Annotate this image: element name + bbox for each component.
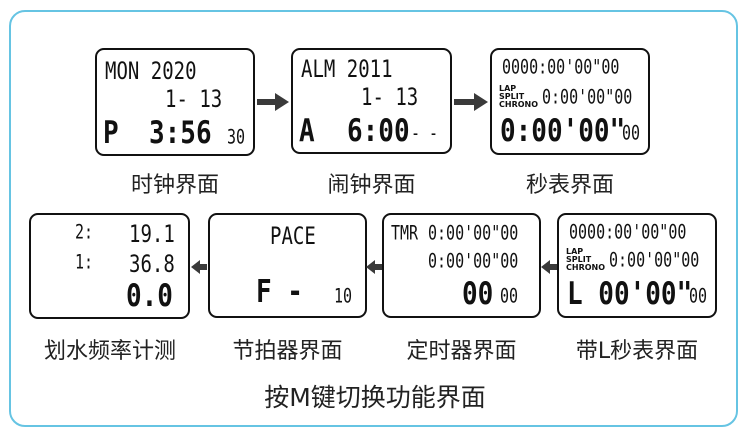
arrow-left-icon [366,260,382,274]
metronome-line1: PACE [270,222,316,250]
stopwatch-label-chrono: CHRONO [499,100,539,109]
timer-line1: 0:00'00"00 [428,221,519,245]
clock-screen: MON 2020 1- 13 P 3:56 30 [95,48,255,156]
lap-stopwatch-label-chrono: CHRONO [566,263,606,272]
clock-line2: 1- 13 [165,85,223,113]
alarm-caption: 闹钟界面 [327,173,416,198]
clock-ampm: P [103,115,119,152]
stopwatch-label-lap: LAP [499,84,517,93]
metronome-line2: F - [256,274,303,311]
stroke-rate-val-2: 19.1 [129,220,175,248]
alarm-mark: A [299,113,315,150]
footer-instruction: 按M键切换功能界面 [264,383,486,412]
metronome-value: 10 [334,284,353,308]
timer-line3-small: 00 [500,284,519,308]
lap-stopwatch-caption: 带L秒表界面 [575,339,699,364]
outer-frame [9,10,738,427]
timer-line3: 00 [462,276,494,313]
lap-stopwatch-line3-hundredths: 00 [689,284,708,308]
arrow-left-icon [191,260,207,274]
metronome-caption: 节拍器界面 [232,339,343,364]
timer-label: TMR [391,221,419,245]
stroke-rate-screen: 2: 19.1 1: 36.8 0.0 [29,213,190,319]
stroke-rate-idx-1: 1: [75,250,94,274]
lap-stopwatch-line1: 0000:00'00"00 [569,220,687,244]
stopwatch-label-split: SPLIT [499,92,525,101]
clock-time: 3:56 [149,115,212,152]
lap-stopwatch-label-lap: LAP [566,247,584,256]
alarm-line2: 1- 13 [361,83,419,111]
timer-line2: 0:00'00"00 [428,249,519,273]
clock-line1: MON 2020 [105,57,197,85]
timer-caption: 定时器界面 [406,339,517,364]
stopwatch-line1: 0000:00'00"00 [502,55,620,79]
alarm-time: 6:00 [347,113,410,150]
stopwatch-line2: 0:00'00"00 [542,85,633,109]
clock-caption: 时钟界面 [130,173,219,198]
stopwatch-screen: 0000:00'00"00 LAP SPLIT CHRONO 0:00'00"0… [490,48,650,155]
arrow-right-icon [454,93,488,111]
lap-stopwatch-label-split: SPLIT [566,255,592,264]
alarm-line1: ALM 2011 [301,55,393,83]
arrow-right-icon [257,93,289,111]
stopwatch-line3-hundredths: 00 [622,121,641,145]
timer-screen: TMR 0:00'00"00 0:00'00"00 00 00 [382,213,541,318]
lap-stopwatch-line3: L 00'00" [567,276,693,313]
stopwatch-line3: 0:00'00" [500,113,626,150]
stroke-rate-caption: 划水频率计测 [43,339,176,364]
stroke-rate-current: 0.0 [126,278,173,315]
arrow-left-icon [541,260,557,274]
lap-stopwatch-line2: 0:00'00"00 [609,248,700,272]
alarm-seconds: - - [411,121,439,145]
clock-seconds: 30 [227,125,246,149]
stopwatch-caption: 秒表界面 [525,173,614,198]
stroke-rate-idx-2: 2: [75,220,94,244]
stroke-rate-val-1: 36.8 [129,250,175,278]
alarm-screen: ALM 2011 1- 13 A 6:00 - - [291,48,452,154]
metronome-screen: PACE F - 10 [208,213,367,318]
lap-stopwatch-screen: 0000:00'00"00 LAP SPLIT CHRONO 0:00'00"0… [557,213,717,318]
